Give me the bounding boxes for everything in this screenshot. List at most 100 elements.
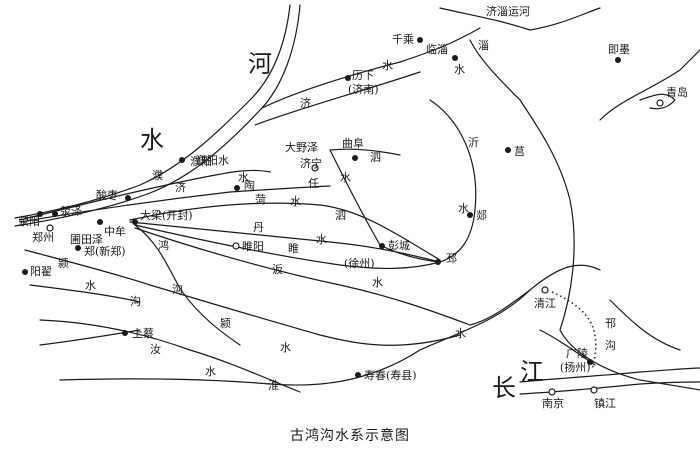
city-dot-xingze	[52, 211, 58, 217]
label-ying-shui: 水	[280, 341, 291, 354]
place-yangzhou: (扬州)	[560, 361, 591, 374]
jiaozhou-bay	[639, 93, 676, 110]
label-puyang-shui-b: 水	[218, 154, 229, 167]
place-putian-ze: 圃田泽	[70, 233, 103, 246]
place-xuzhou: (徐州)	[344, 257, 375, 270]
label-puyang-shui-a: 濮阳	[196, 154, 218, 167]
place-ren: 任	[308, 177, 319, 190]
place-shouchun: 寿春(寿县)	[364, 369, 417, 382]
label-huai-shui: 水	[455, 327, 466, 340]
place-daliang: 大梁(开封)	[140, 209, 193, 222]
label-ji: 济	[300, 97, 311, 110]
label-shui-large: 水	[140, 126, 164, 154]
label-dan: 丹	[253, 221, 264, 234]
si-river	[329, 148, 441, 263]
place-ju: 莒	[514, 145, 525, 158]
label-chang-large: 长	[492, 374, 516, 402]
ji-canal	[19, 185, 331, 223]
label-pu: 濮	[152, 169, 163, 182]
coastline-east	[469, 39, 700, 391]
he-river	[129, 202, 441, 261]
label-gou-left: 沟	[130, 295, 141, 308]
city-dot-ju	[505, 147, 511, 153]
place-qingjiang: 清江	[534, 297, 556, 310]
place-shangcai: 上蔡	[132, 327, 154, 340]
city-dot-lixia	[345, 75, 351, 81]
label-si-lower: 泗	[335, 209, 346, 222]
city-dot-suanzao	[125, 195, 131, 201]
place-qufu: 曲阜	[342, 137, 364, 150]
yellow-river-south-bank	[14, 4, 301, 227]
place-nanjing: 南京	[542, 397, 564, 410]
place-lixia: 历下	[352, 69, 374, 82]
label-yi-shui: 水	[458, 202, 469, 215]
city-dot-pengcheng	[379, 243, 385, 249]
place-daye-ze: 大野泽	[285, 141, 318, 154]
tributary-2	[39, 329, 141, 346]
label-he-large: 河	[248, 50, 272, 78]
city-ring-zhengzhou	[46, 224, 54, 232]
yi-river	[429, 99, 477, 263]
place-qiancheng: 千乘	[392, 33, 414, 46]
label-he-shui: 水	[290, 195, 301, 208]
city-dot-qiancheng	[417, 37, 423, 43]
tributary-1	[29, 284, 141, 303]
hong-gou	[134, 224, 241, 346]
coastline-shandong	[599, 49, 700, 121]
city-dot-xia	[435, 259, 441, 265]
place-suanzao: 酸枣	[96, 189, 118, 202]
city-dot-shangcai	[122, 330, 128, 336]
pu-river	[19, 169, 271, 221]
place-jinan: (济南)	[348, 83, 379, 96]
city-dot-daliang	[132, 219, 138, 225]
place-suiyang: 睢阳	[242, 240, 264, 253]
city-dot-shouchun	[355, 372, 361, 378]
right-river-1	[609, 299, 681, 351]
city-dot-qufu	[352, 155, 358, 161]
city-dot-tan	[467, 212, 473, 218]
label-ying: 颍	[220, 317, 231, 330]
label-han-gou: 沟	[605, 339, 616, 352]
huai-river	[59, 264, 601, 386]
label-yi: 沂	[468, 136, 479, 149]
label-huai: 淮	[268, 379, 279, 392]
ru-river	[39, 319, 301, 393]
bian-river	[134, 227, 531, 326]
coastline-north	[439, 7, 601, 31]
place-tao: 陶	[244, 179, 255, 192]
map-caption: 古鸿沟水系示意图	[290, 428, 410, 444]
place-jimo: 即墨	[608, 43, 630, 56]
label-ji-shui: 水	[382, 59, 393, 72]
label-zi-shui: 水	[454, 63, 465, 76]
label-si-shui: 水	[340, 171, 351, 184]
label-zi: 淄	[478, 39, 489, 52]
label-ru: 汝	[150, 343, 161, 356]
ji-river-2	[254, 71, 421, 126]
city-ring-qingdao	[656, 99, 664, 107]
label-ying-upper: 颍	[58, 257, 69, 270]
label-ji-zi-canal: 济淄运河	[486, 5, 530, 18]
label-sui: 睢	[288, 242, 299, 255]
city-dot-puyang	[179, 157, 185, 163]
city-ring-qingjiang	[541, 286, 549, 294]
label-jiang-large: 江	[520, 358, 544, 386]
city-dot-guangling	[587, 359, 593, 365]
place-xingyang: 荥阳	[18, 215, 40, 228]
place-zhenjiang: 镇江	[594, 397, 616, 410]
label-he-canal: 菏	[255, 193, 266, 206]
place-guangling: 广陵	[566, 347, 588, 360]
city-ring-jining	[311, 164, 319, 172]
city-ring-suiyang	[232, 242, 240, 250]
place-xia: 邳	[446, 252, 457, 265]
label-gou: 沟	[172, 283, 183, 296]
place-zheng: 郑(新郑)	[84, 245, 126, 258]
label-han: 邗	[605, 317, 616, 330]
place-puyang: 濮阳	[190, 155, 212, 168]
label-ji2: 济	[175, 181, 186, 194]
city-ring-zhenjiang	[590, 386, 598, 394]
dan-river	[129, 221, 441, 263]
city-ring-nanjing	[548, 388, 556, 396]
label-he-shui2: 水	[238, 171, 249, 184]
city-dot-tao	[234, 185, 240, 191]
